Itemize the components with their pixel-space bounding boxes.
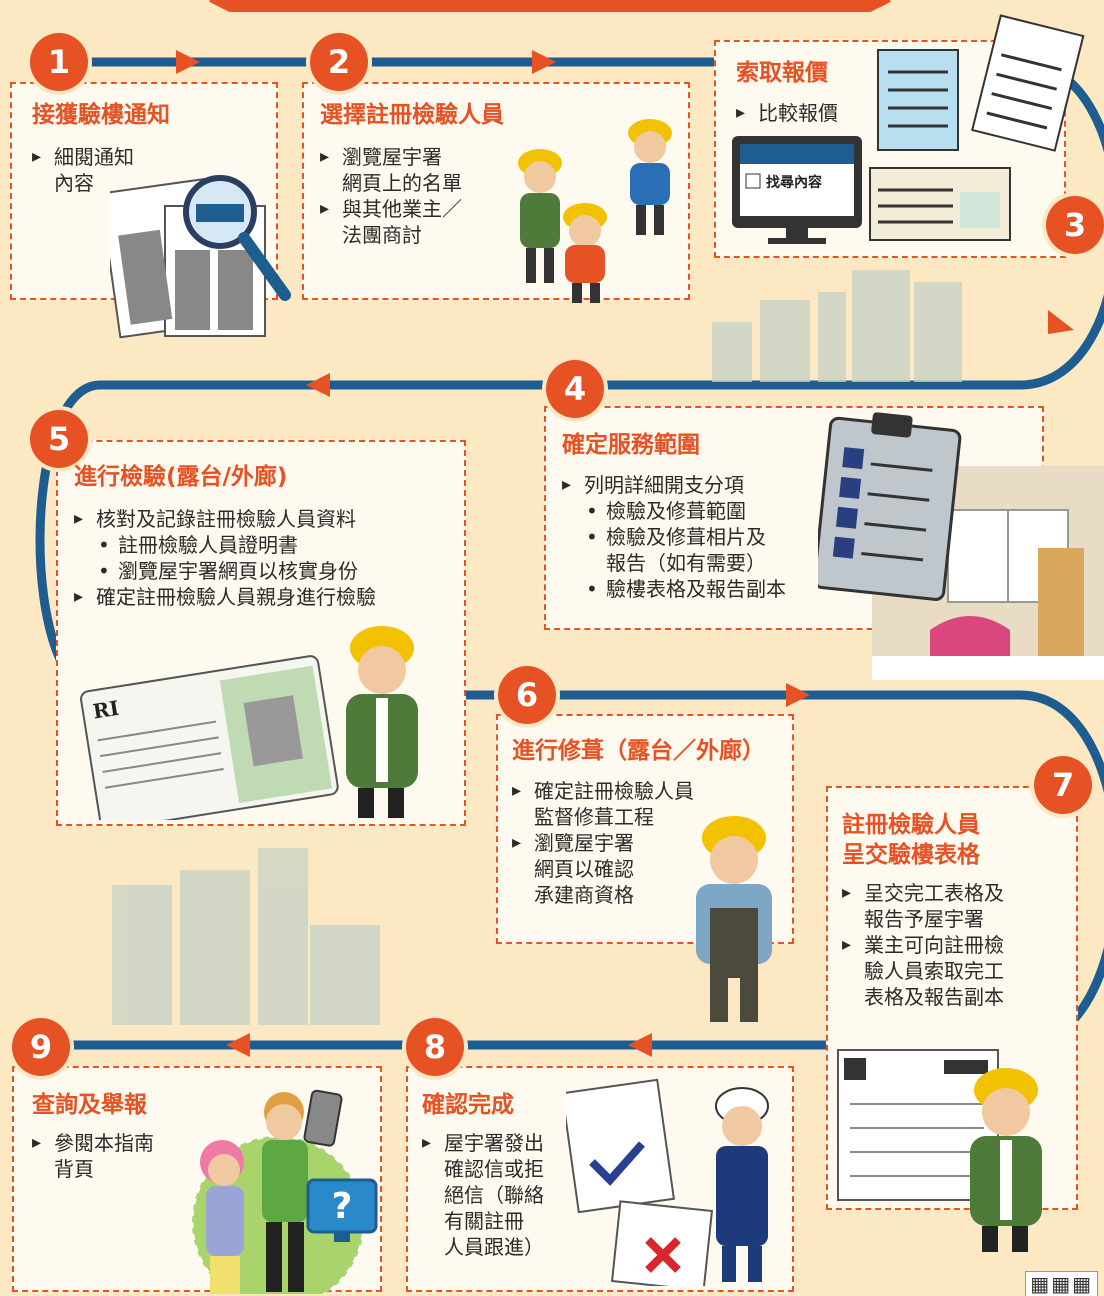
contractor-illustration xyxy=(696,816,772,1022)
header-banner xyxy=(209,0,891,12)
step-6-items: 確定註冊檢驗人員 監督修葺工程 瀏覽屋宇署 網頁以確認 承建商資格 xyxy=(512,778,694,908)
notice-magnifier-illustration xyxy=(110,175,291,339)
step-5-items: 核對及記錄註冊檢驗人員資料 註冊檢驗人員證明書 瀏覽屋宇署網頁以核實身份 確定註… xyxy=(74,506,376,610)
step-3-number: 3 xyxy=(1046,196,1104,254)
list-item: 呈交完工表格及 報告予屋宇署 xyxy=(842,880,1004,932)
list-item: 比較報價 xyxy=(736,100,838,126)
step-5-number: 5 xyxy=(30,410,88,468)
hardhat-worker-icon xyxy=(970,1068,1042,1252)
step-3-items: 比較報價 xyxy=(736,100,838,126)
step-2-title: 選擇註冊檢驗人員 xyxy=(320,102,504,128)
step-9-items: 參閱本指南 背頁 xyxy=(32,1130,154,1182)
hardhat-worker-icon xyxy=(346,626,418,818)
hardhat-worker-icon xyxy=(563,203,607,303)
list-item: 瀏覽屋宇署 網頁以確認 承建商資格 xyxy=(512,830,694,908)
list-item: 核對及記錄註冊檢驗人員資料 xyxy=(74,506,376,532)
list-item: 確定註冊檢驗人員 監督修葺工程 xyxy=(512,778,694,830)
step-9-title: 查詢及舉報 xyxy=(32,1092,147,1118)
step-1-number: 1 xyxy=(30,33,88,91)
hardhat-worker-icon xyxy=(628,119,672,235)
confirmation-letter-illustration xyxy=(566,1078,769,1286)
flow-arrow xyxy=(226,1033,250,1057)
form-submission-illustration xyxy=(837,1049,1042,1252)
list-subitem: 註冊檢驗人員證明書 xyxy=(74,532,376,558)
step-8-title: 確認完成 xyxy=(422,1092,514,1118)
man-figure xyxy=(262,1092,308,1292)
building-silhouettes xyxy=(112,270,962,1025)
search-button-label: 找尋內容 xyxy=(766,174,822,191)
tick-icon xyxy=(589,1141,645,1186)
step-1-title: 接獲驗樓通知 xyxy=(32,102,170,128)
id-card-inspector-illustration: RI xyxy=(80,626,418,820)
clipboard-checklist-icon xyxy=(818,412,962,601)
list-item: 確定註冊檢驗人員親身進行檢驗 xyxy=(74,584,376,610)
list-item: 瀏覽屋宇署 網頁上的名單 xyxy=(320,144,462,196)
step-7-number: 7 xyxy=(1034,756,1092,814)
flow-arrow xyxy=(176,50,200,74)
list-subitem: 檢驗及修葺範圍 xyxy=(562,498,786,524)
step-4-title: 確定服務範圍 xyxy=(562,432,700,458)
smartphone-icon xyxy=(303,1089,343,1147)
step-4-number: 4 xyxy=(546,360,604,418)
step-2-number: 2 xyxy=(310,33,368,91)
list-item: 與其他業主／ 法團商討 xyxy=(320,196,462,248)
list-subitem: 驗樓表格及報告副本 xyxy=(562,576,786,602)
flow-arrow xyxy=(306,373,330,397)
step-4-items: 列明詳細開支分項 檢驗及修葺範圍 檢驗及修葺相片及 報告（如有需要） 驗樓表格及… xyxy=(562,472,786,602)
step-6-title: 進行修葺（露台／外廊） xyxy=(512,738,765,764)
id-card-icon: RI xyxy=(80,655,339,820)
id-card-badge: RI xyxy=(91,696,120,724)
step-8-items: 屋宇署發出 確認信或拒 絕信（聯絡 有關註冊 人員跟進） xyxy=(422,1130,544,1260)
enquiry-people-illustration: ? xyxy=(190,1089,378,1294)
inspectors-group-illustration xyxy=(518,119,672,303)
cross-icon xyxy=(645,1237,681,1273)
flow-arrow xyxy=(628,1033,652,1057)
flow-arrow xyxy=(532,50,556,74)
magnifier-icon xyxy=(183,175,291,301)
list-subitem: 瀏覽屋宇署網頁以核實身份 xyxy=(74,558,376,584)
list-subitem: 檢驗及修葺相片及 報告（如有需要） xyxy=(562,524,786,576)
room-clipboard-illustration xyxy=(818,412,1104,680)
step-9-number: 9 xyxy=(12,1018,70,1076)
hardhat-worker-icon xyxy=(696,816,772,1022)
officer-figure xyxy=(715,1087,769,1282)
step-1-items: 細閱通知 內容 xyxy=(32,144,134,196)
question-icon: ? xyxy=(306,1178,378,1242)
hardhat-worker-icon xyxy=(518,149,562,283)
step-3-title: 索取報價 xyxy=(736,60,828,86)
help-icon-glyph: ? xyxy=(332,1186,353,1227)
quotation-illustration: 找尋內容 xyxy=(732,14,1085,244)
step-8-number: 8 xyxy=(406,1018,464,1076)
monitor-icon: 找尋內容 xyxy=(732,136,862,244)
page-corner-icon: ▦▦▦ xyxy=(1025,1271,1098,1296)
list-item: 細閱通知 內容 xyxy=(32,144,134,196)
flow-arrow xyxy=(786,683,810,707)
list-item: 屋宇署發出 確認信或拒 絕信（聯絡 有關註冊 人員跟進） xyxy=(422,1130,544,1260)
step-5-title: 進行檢驗(露台/外廊) xyxy=(74,464,288,490)
list-item: 參閱本指南 背頁 xyxy=(32,1130,154,1182)
list-item: 列明詳細開支分項 xyxy=(562,472,786,498)
step-7-title: 註冊檢驗人員 呈交驗樓表格 xyxy=(842,812,980,868)
step-6-number: 6 xyxy=(498,666,556,724)
step-7-items: 呈交完工表格及 報告予屋宇署 業主可向註冊檢 驗人員索取完工 表格及報告副本 xyxy=(842,880,1004,1010)
woman-figure xyxy=(200,1140,244,1294)
step-2-items: 瀏覽屋宇署 網頁上的名單 與其他業主／ 法團商討 xyxy=(320,144,462,248)
flow-line xyxy=(35,57,1104,1050)
list-item: 業主可向註冊檢 驗人員索取完工 表格及報告副本 xyxy=(842,932,1004,1010)
flow-arrow xyxy=(1048,310,1074,334)
